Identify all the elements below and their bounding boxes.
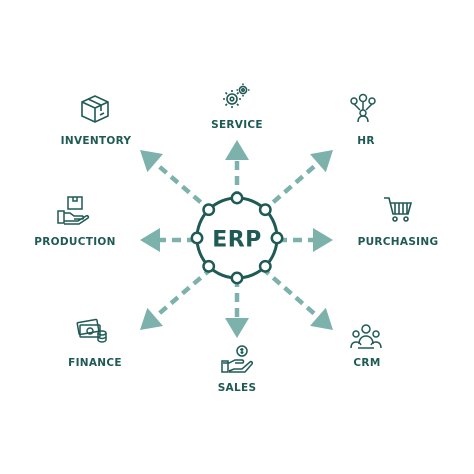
label-service: SERVICE [211, 119, 263, 131]
arrow-sales [225, 278, 249, 338]
cash-coins-icon [75, 313, 109, 347]
arrow-purchasing [278, 228, 333, 252]
people-network-icon [346, 91, 380, 125]
arrow-head-purchasing [313, 228, 333, 252]
arrows-layer [140, 140, 333, 338]
arrow-inventory [140, 150, 214, 214]
label-finance: FINANCE [68, 357, 122, 369]
erp-center-label: ERP [212, 227, 262, 253]
hub-node [230, 191, 244, 205]
hub-node [190, 231, 204, 245]
hub-node [202, 203, 216, 217]
label-inventory: INVENTORY [60, 135, 132, 147]
label-hr: HR [357, 135, 375, 147]
hand-box-icon [56, 193, 90, 227]
arrow-head-production [140, 228, 160, 252]
arrow-shaft-hr [260, 161, 320, 214]
arrow-hr [260, 150, 333, 214]
arrow-head-hr [310, 150, 333, 173]
arrow-head-inventory [140, 150, 163, 173]
arrow-shaft-finance [153, 266, 214, 319]
label-crm: CRM [353, 357, 381, 369]
arrow-head-finance [140, 307, 163, 330]
hub-node [258, 203, 272, 217]
arrow-head-crm [310, 307, 333, 330]
erp-hub [190, 191, 284, 285]
arrow-shaft-crm [260, 266, 320, 319]
arrow-crm [260, 266, 333, 330]
arrow-service [225, 140, 249, 200]
money-hand-icon [220, 341, 254, 375]
box-icon [78, 91, 112, 125]
arrow-shaft-inventory [153, 161, 214, 214]
arrow-head-service [225, 140, 249, 160]
label-production: PRODUCTION [34, 236, 116, 248]
shopping-cart-icon [381, 192, 415, 226]
arrow-head-sales [225, 318, 249, 338]
gears-icon [220, 79, 254, 113]
hub-node [270, 231, 284, 245]
customer-group-icon [349, 320, 383, 354]
hub-node [202, 259, 216, 273]
arrow-production [140, 228, 196, 252]
hub-node [230, 271, 244, 285]
hub-node [258, 259, 272, 273]
label-sales: SALES [217, 382, 257, 394]
arrow-finance [140, 266, 214, 330]
label-purchasing: PURCHASING [357, 236, 439, 248]
